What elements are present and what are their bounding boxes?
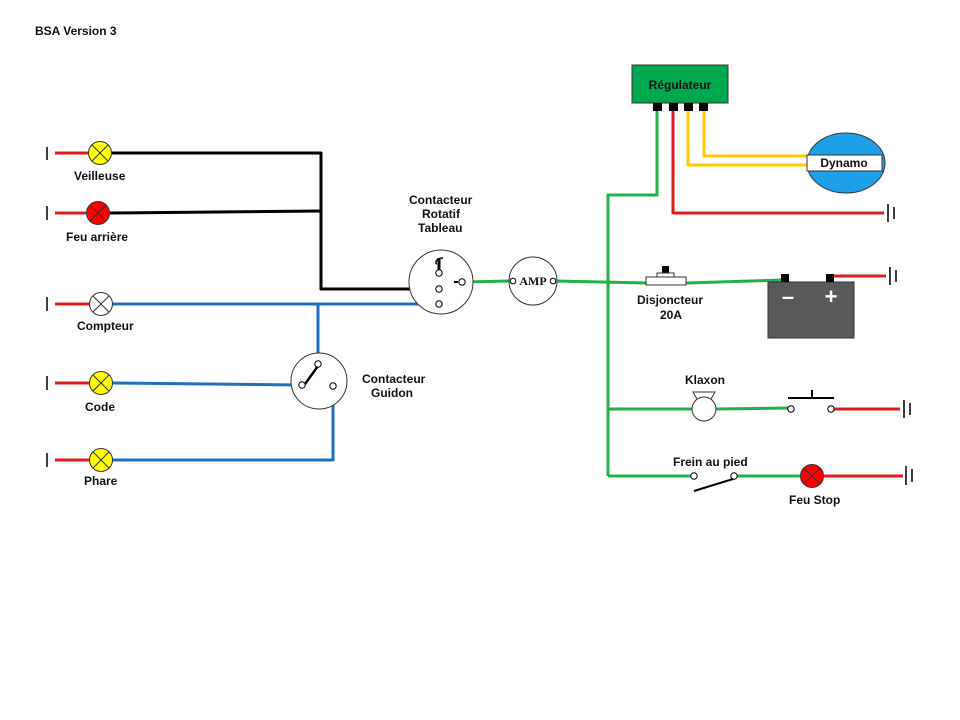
battery: – + (767, 274, 855, 339)
wire-black-veilleuse (112, 151, 437, 291)
wire-blue-code (111, 381, 303, 387)
wire-green-disj-batt (685, 278, 785, 285)
wire-black-feu-arriere (109, 209, 322, 215)
contacteur-rotatif (408, 249, 474, 315)
label-code: Code (85, 400, 115, 414)
wires (55, 108, 903, 478)
lamp-feu-arriere (86, 201, 110, 225)
label-contacteur-guidon-1: Contacteur (362, 372, 426, 386)
horn-button (787, 390, 835, 413)
lamp-code (89, 371, 113, 395)
ground-symbols (46, 147, 913, 485)
label-feu-arriere: Feu arrière (66, 230, 128, 244)
label-contacteur-rotatif-2: Rotatif (422, 207, 461, 221)
lamp-cross-icon (92, 451, 110, 469)
battery-terminal-minus (781, 274, 789, 282)
label-compteur: Compteur (77, 319, 134, 333)
disjoncteur (645, 266, 687, 286)
wire-green-trunk (606, 108, 659, 476)
label-disjoncteur-1: Disjoncteur (637, 293, 703, 307)
label-phare: Phare (84, 474, 118, 488)
lamp-cross-icon (91, 144, 109, 162)
battery-terminal-plus (826, 274, 834, 282)
label-contacteur-rotatif-3: Tableau (418, 221, 462, 235)
wire-red-regulator-ground (671, 108, 884, 215)
label-dynamo: Dynamo (820, 156, 867, 170)
wire-blue-phare (112, 389, 335, 462)
lamp-cross-icon (92, 374, 110, 392)
label-regulateur: Régulateur (649, 78, 712, 92)
klaxon (691, 391, 717, 422)
lamp-cross-icon (92, 295, 110, 313)
wire-yellow-dynamo-1 (686, 108, 808, 167)
label-amp: AMP (519, 274, 546, 288)
lamp-veilleuse (88, 141, 112, 165)
breaker-button-icon (662, 266, 669, 274)
lamp-cross-icon (89, 204, 107, 222)
lamp-feu-stop (800, 464, 824, 488)
label-feu-stop: Feu Stop (789, 493, 840, 507)
switch-lever-icon (303, 365, 320, 385)
label-disjoncteur-2: 20A (660, 308, 682, 322)
battery-plus-icon: + (825, 284, 838, 309)
dynamo: Dynamo (806, 132, 886, 194)
battery-minus-icon: – (782, 284, 794, 309)
lamp-phare (89, 448, 113, 472)
diagram-title: BSA Version 3 (35, 24, 117, 38)
contacteur-guidon (290, 352, 348, 410)
regulateur: Régulateur (631, 64, 729, 111)
ammeter: AMP (508, 256, 558, 306)
wire-green-klaxon-button (715, 406, 792, 411)
label-frein: Frein au pied (673, 455, 748, 469)
brake-switch-lever-icon (693, 478, 734, 492)
wire-yellow-dynamo-2 (702, 108, 808, 158)
label-contacteur-rotatif-1: Contacteur (409, 193, 473, 207)
label-klaxon: Klaxon (685, 373, 725, 387)
frein-switch (690, 472, 738, 492)
wire-green-amp-disj (554, 279, 647, 285)
lamp-cross-icon (803, 467, 821, 485)
label-contacteur-guidon-2: Guidon (371, 386, 413, 400)
lamp-compteur (89, 292, 113, 316)
label-veilleuse: Veilleuse (74, 169, 126, 183)
